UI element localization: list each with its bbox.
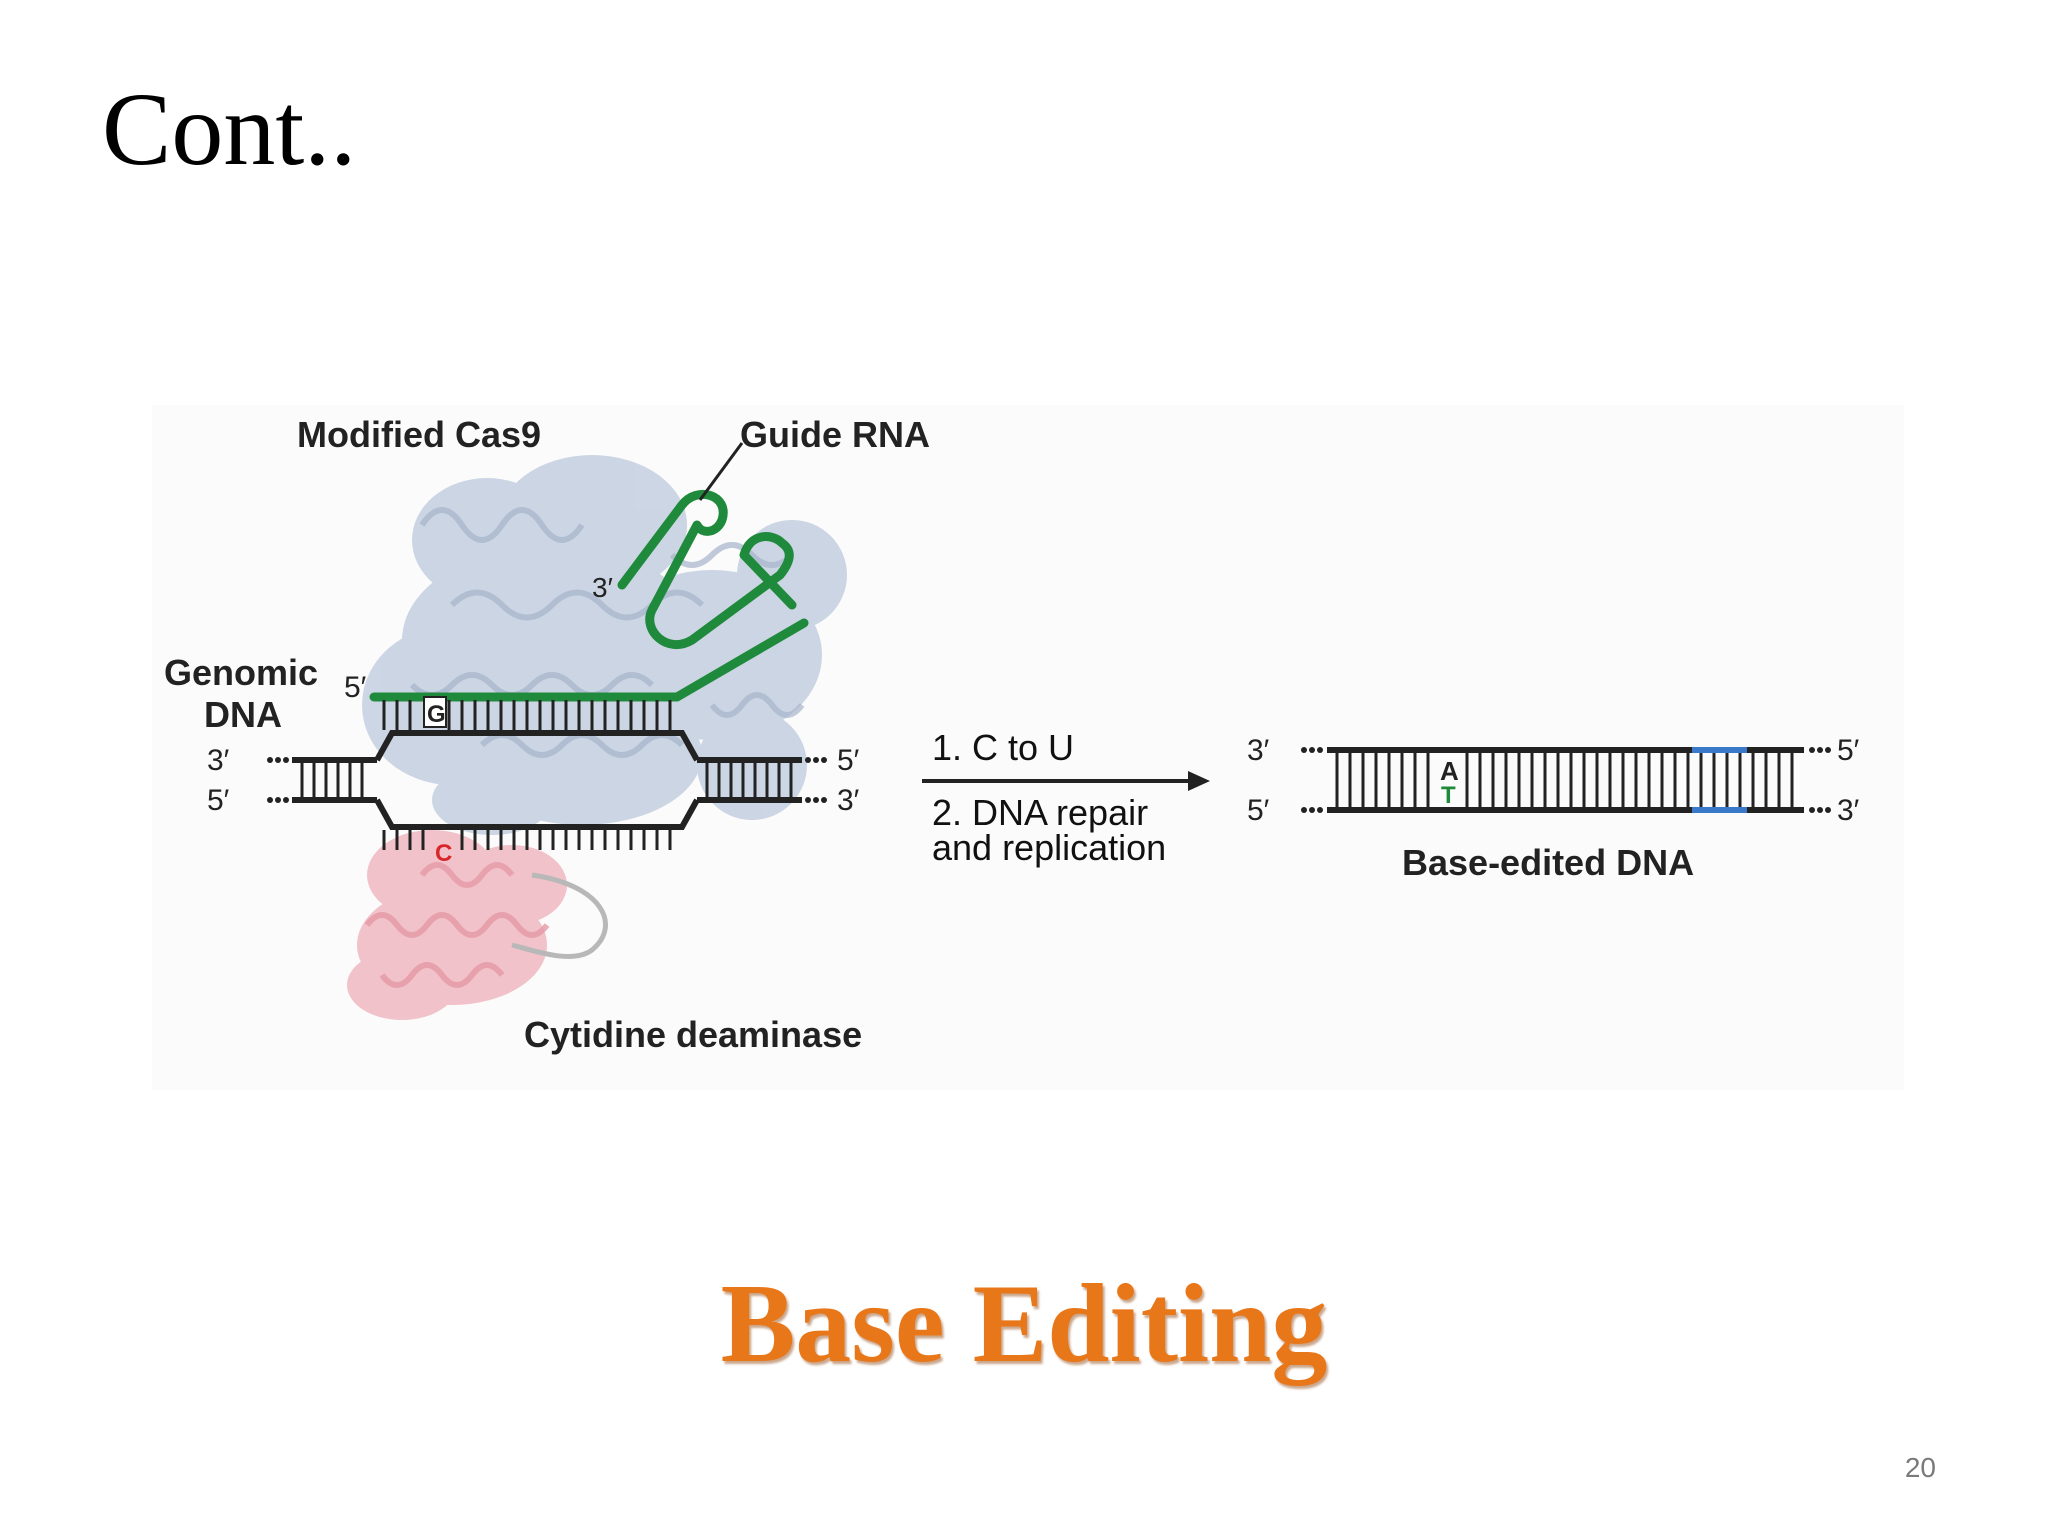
genomic-dna-label-line2: DNA [204, 694, 282, 735]
rloop-bottom-rungs [382, 830, 672, 850]
base-editing-diagram: Modified Cas9 Guide RNA 3′ Genomic DNA 5… [164, 414, 1860, 1055]
slide-title: Cont.. [102, 72, 357, 187]
genomic-dna-left-duplex [292, 730, 802, 830]
slide-footer-title: Base Editing [720, 1262, 1328, 1386]
left-top-5prime-label: 5′ [344, 671, 367, 704]
process-arrow-head [1188, 771, 1210, 791]
cytidine-deaminase-label: Cytidine deaminase [524, 1014, 862, 1055]
guide-rna-pointer [698, 442, 744, 501]
left-strand-3prime-label: 3′ [207, 744, 230, 777]
modified-cas9-label: Modified Cas9 [297, 414, 541, 455]
step2-label-line2: and replication [932, 827, 1166, 868]
base-t-label: T [1441, 782, 1456, 809]
base-g-label: G [427, 701, 446, 728]
base-a-label: A [1440, 756, 1459, 786]
dna-dotted-ends [267, 757, 827, 803]
guide-rna-strand [369, 489, 809, 702]
edited-dna [1301, 747, 1831, 813]
left-strand-5prime-label: 5′ [207, 784, 230, 817]
base-g-box [423, 696, 447, 728]
edited-left-3prime-label: 3′ [1247, 734, 1270, 767]
linker-loop [511, 872, 608, 959]
step1-label: 1. C to U [932, 727, 1074, 768]
genomic-dna-rungs [300, 760, 793, 800]
cas9-protein-shape [362, 455, 847, 835]
guide-rna-3prime-label: 3′ [592, 572, 613, 603]
base-c-label: C [435, 840, 452, 867]
rloop-top-rungs [382, 700, 672, 730]
slide-page-number: 20 [1904, 1452, 1936, 1483]
genomic-dna-label-line1: Genomic [164, 652, 318, 693]
right-strand-3prime-label: 3′ [837, 784, 860, 817]
right-strand-5prime-label: 5′ [837, 744, 860, 777]
base-edited-dna-label: Base-edited DNA [1402, 842, 1694, 883]
edited-right-5prime-label: 5′ [1837, 734, 1860, 767]
guide-rna-label: Guide RNA [740, 414, 930, 455]
edited-right-3prime-label: 3′ [1837, 794, 1860, 827]
step2-label-line1: 2. DNA repair [932, 792, 1148, 833]
deaminase-texture [364, 862, 550, 988]
edited-left-5prime-label: 5′ [1247, 794, 1270, 827]
base-editing-figure: Modified Cas9 Guide RNA 3′ Genomic DNA 5… [152, 405, 1904, 1090]
